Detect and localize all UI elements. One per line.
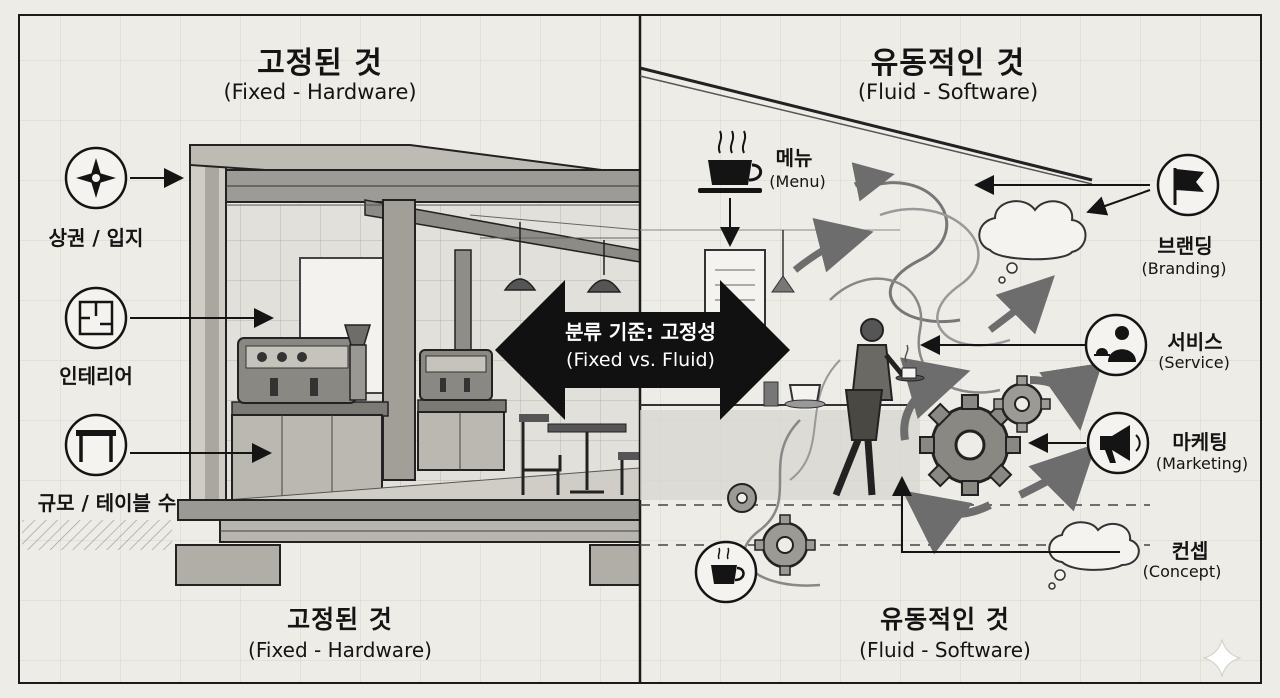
fluid-illustration — [639, 66, 1150, 590]
right-header-subtitle: (Fluid - Software) — [857, 80, 1039, 104]
floor-plan-icon — [64, 286, 128, 350]
coffee-cup-icon — [698, 130, 763, 193]
waiter-icon — [1084, 313, 1148, 377]
label-size-tables: 규모 / 테이블 수 — [37, 491, 177, 515]
outer-frame — [18, 14, 1262, 684]
label-marketing-ko: 마케팅 — [1172, 430, 1228, 454]
coffee-cup-badge-icon — [694, 540, 758, 604]
label-branding-ko: 브랜딩 — [1157, 234, 1213, 258]
left-footer-title: 고정된 것 — [287, 605, 393, 634]
right-header-title: 유동적인 것 — [870, 46, 1026, 81]
right-footer-subtitle: (Fluid - Software) — [859, 638, 1031, 662]
left-header-title: 고정된 것 — [257, 46, 383, 81]
criteria-title: 분류 기준: 고정성 — [565, 320, 716, 344]
right-footer-title: 유동적인 것 — [880, 605, 1010, 634]
label-concept-en: (Concept) — [1142, 562, 1222, 581]
label-menu-en: (Menu) — [769, 172, 826, 191]
criteria-subtitle: (Fixed vs. Fluid) — [566, 349, 715, 371]
label-concept-ko: 컨셉 — [1171, 539, 1209, 563]
center-criteria-label: 분류 기준: 고정성 (Fixed vs. Fluid) — [538, 318, 743, 374]
label-marketing-en: (Marketing) — [1155, 454, 1249, 473]
label-service-en: (Service) — [1158, 353, 1230, 372]
compass-icon — [64, 146, 128, 210]
label-interior: 인테리어 — [59, 364, 133, 388]
megaphone-icon — [1086, 411, 1150, 475]
barista-figure — [832, 318, 925, 497]
left-footer-subtitle: (Fixed - Hardware) — [248, 638, 432, 662]
label-menu-ko: 메뉴 — [775, 146, 813, 170]
sparkle-icon — [1202, 638, 1242, 678]
flag-icon — [1156, 153, 1220, 217]
left-header-subtitle: (Fixed - Hardware) — [223, 80, 417, 104]
label-location: 상권 / 입지 — [48, 226, 144, 250]
label-branding-en: (Branding) — [1141, 259, 1227, 278]
center-double-arrow — [495, 280, 790, 420]
table-icon — [64, 413, 128, 477]
label-service-ko: 서비스 — [1167, 330, 1223, 354]
